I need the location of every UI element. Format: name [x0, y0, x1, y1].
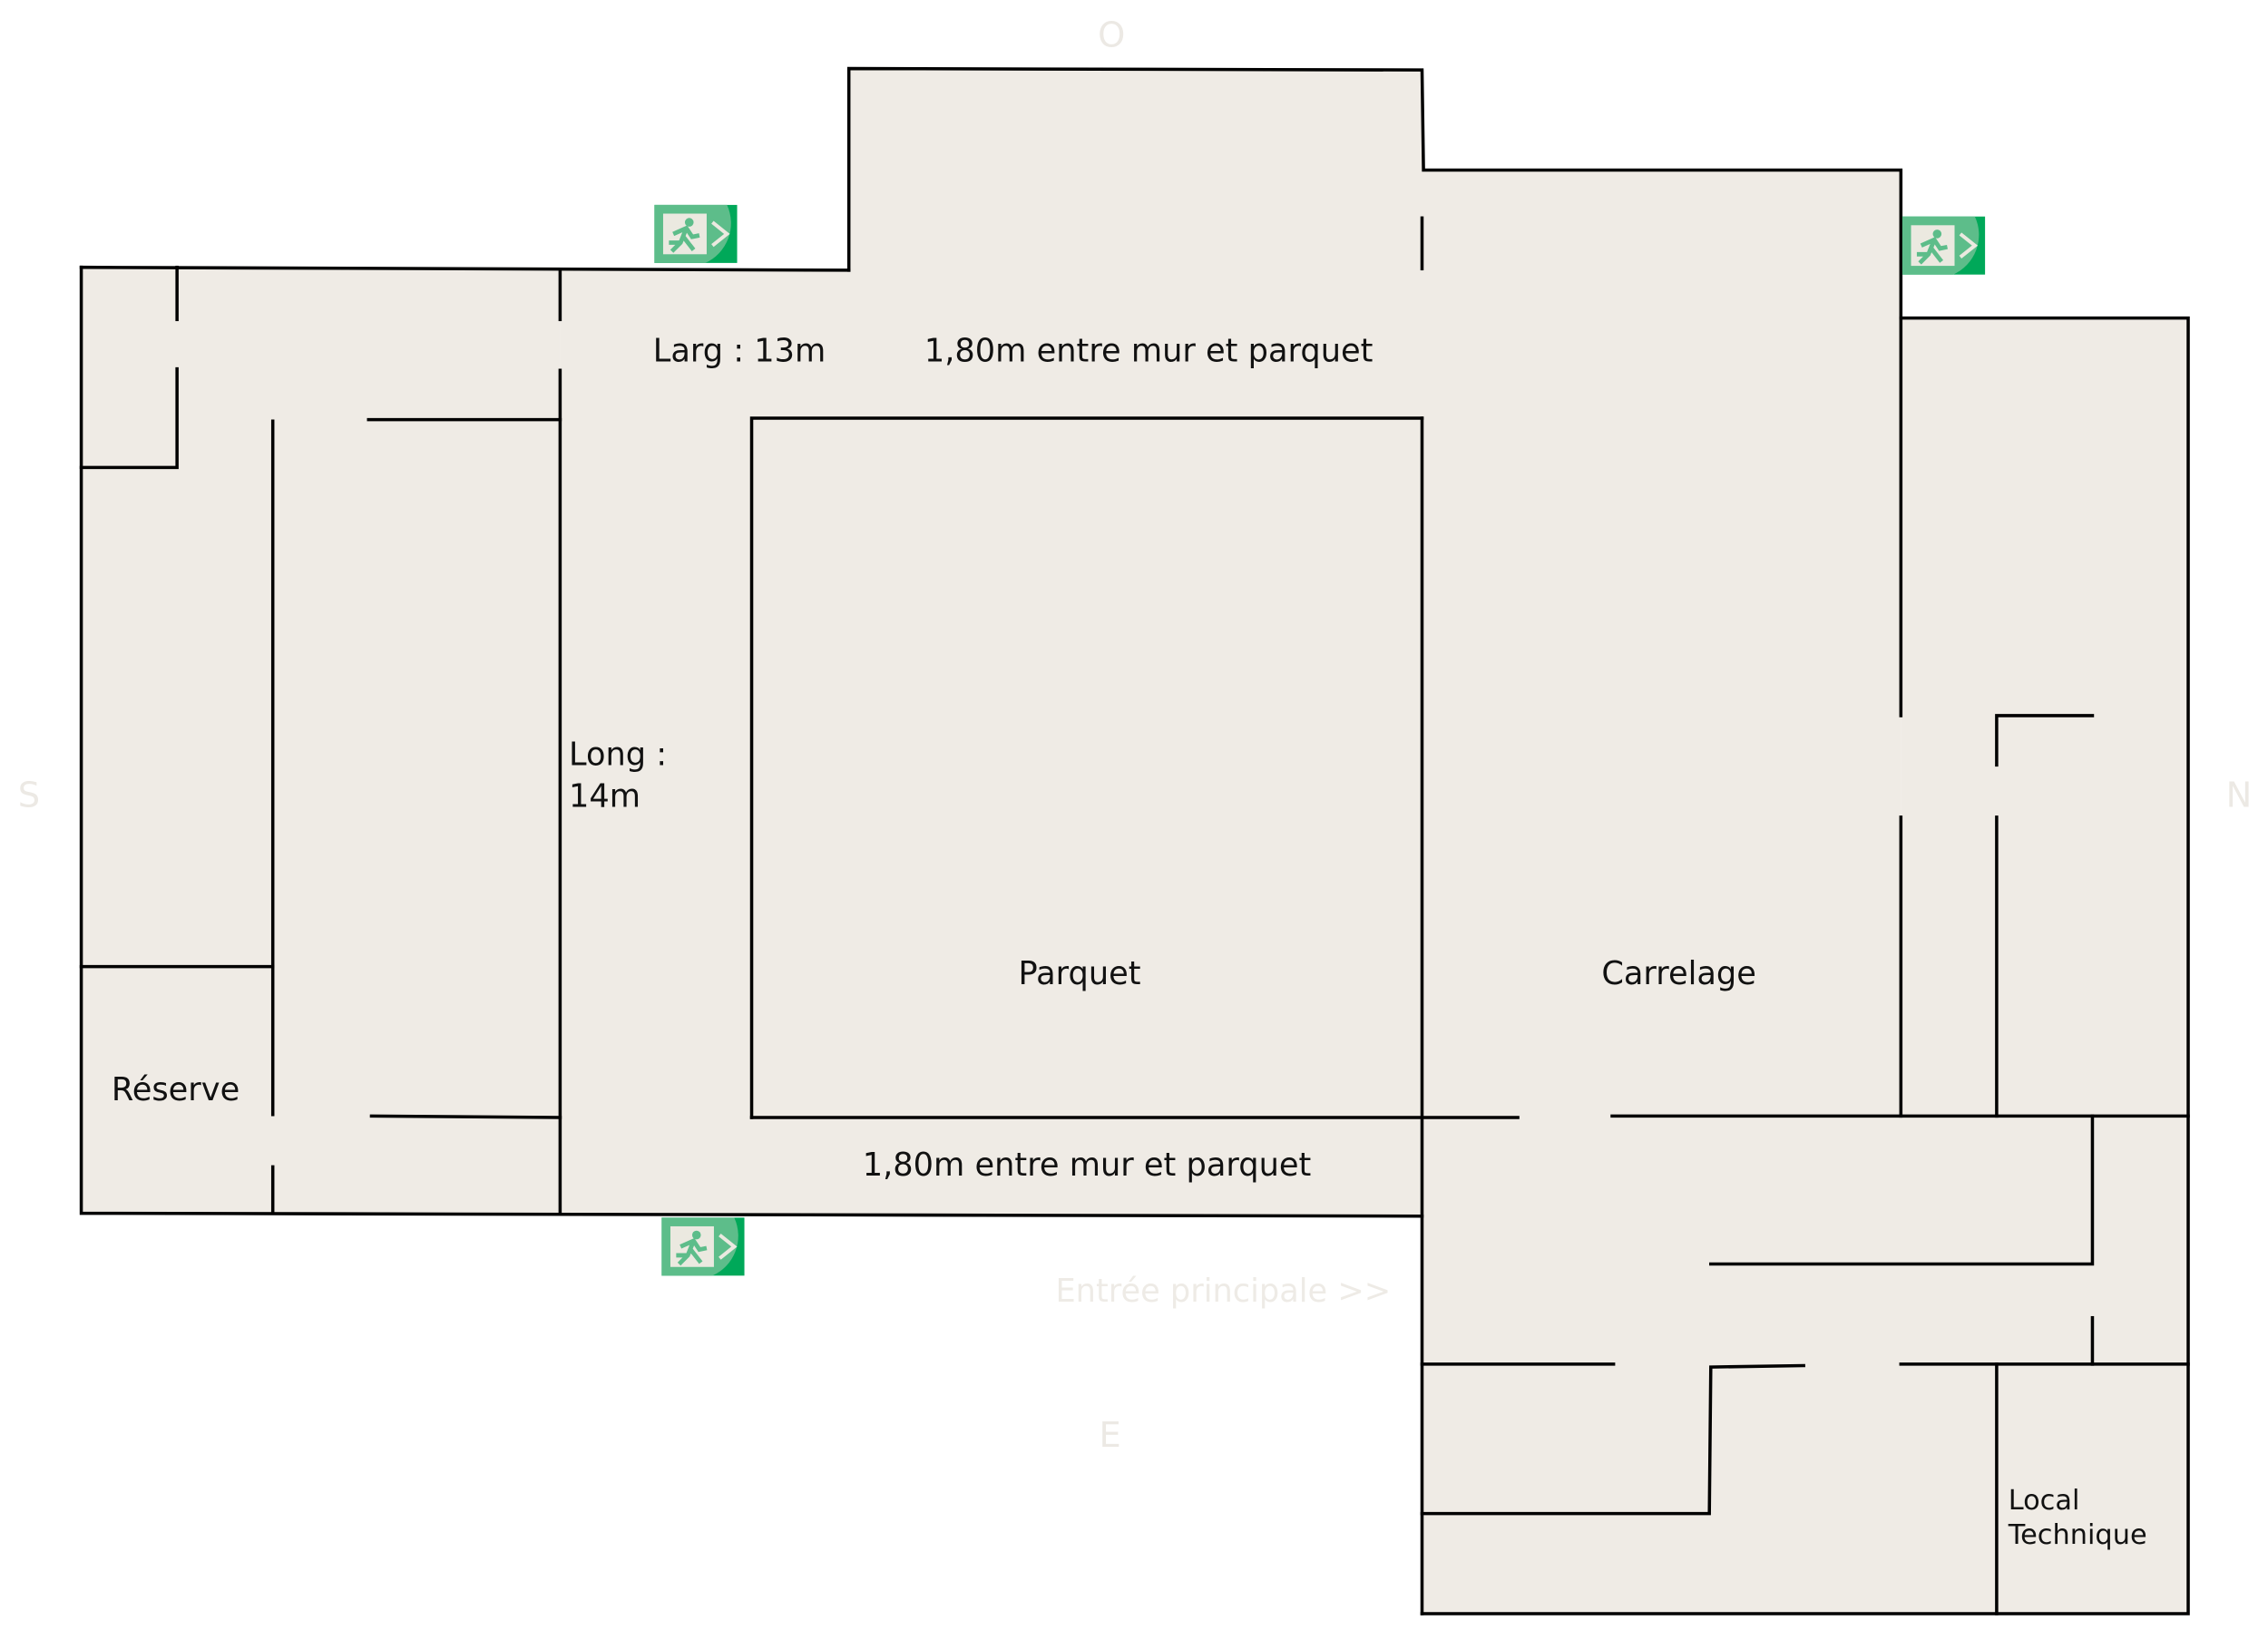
length-label: Long : [569, 736, 667, 773]
room-parquet: Parquet [1018, 955, 1140, 992]
room-carrelage: Carrelage [1601, 955, 1756, 992]
room-local-technique: Local [2009, 1485, 2080, 1517]
room-reserve: Réserve [112, 1071, 240, 1108]
emergency-exit-icon [1902, 217, 1985, 275]
width-label: Larg : 13m [653, 333, 826, 370]
emergency-exit-icon [654, 205, 737, 263]
walls [79, 66, 2190, 1615]
gap-bottom-label: 1,80m entre mur et parquet [863, 1147, 1312, 1184]
compass-south: S [18, 776, 40, 816]
room-local-technique-2: Technique [2008, 1519, 2147, 1551]
gap-top-label: 1,80m entre mur et parquet [924, 333, 1374, 370]
emergency-exit-icon [661, 1217, 744, 1275]
floor-areas [81, 68, 2189, 1615]
compass-east: E [1099, 1415, 1120, 1456]
compass-west: O [1098, 15, 1125, 56]
length-value: 14m [569, 778, 640, 815]
main-entrance-label: Entrée principale >> [1055, 1273, 1391, 1310]
compass-north: N [2226, 776, 2253, 816]
